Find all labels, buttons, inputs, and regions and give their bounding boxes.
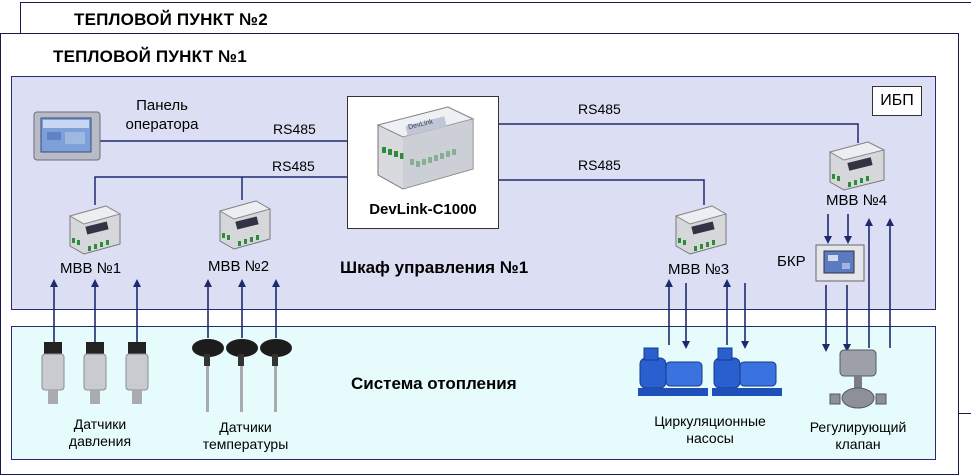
pressure-sensors-label-line1: Датчики [73,416,127,432]
pressure-sensors-label: Датчики давления [50,416,150,450]
pressure-sensor-1-icon [41,342,65,404]
temperature-sensors-label-line1: Датчики [219,419,272,435]
mvv1-module-icon [68,205,122,255]
temperature-sensor-1-icon [192,339,224,412]
temperature-sensors-label: Датчики температуры [188,419,303,453]
circulation-pumps-label: Циркуляционные насосы [630,413,790,447]
control-valve-label-line2: клапан [835,436,881,452]
devlink-controller: DevLink DevLink-C1000 [347,96,499,229]
mvv3-label: МВВ №3 [668,261,730,278]
controller-label: DevLink-C1000 [369,201,477,218]
pressure-sensor-2-icon [83,342,107,404]
circulation-pumps-label-line1: Циркуляционные [654,413,766,429]
circulation-pump-2-icon [712,347,782,396]
cabinet-label: Шкаф управления №1 [340,258,529,277]
ups-box: ИБП [872,86,922,116]
mvv4-module-icon [828,141,886,191]
mvv2-label: МВВ №2 [208,258,270,275]
mvv1-label: МВВ №1 [60,260,122,277]
temperature-sensor-3-icon [260,339,292,412]
temperature-sensor-2-icon [226,339,258,412]
pressure-sensors-icon [41,342,149,404]
pressure-sensor-3-icon [125,342,149,404]
mvv4-label: МВВ №4 [826,192,888,209]
temperature-sensors-icon [192,339,292,412]
rs485-panel-label: RS485 [273,121,316,137]
rs485-right-label: RS485 [578,157,621,173]
circulation-pumps-label-line2: насосы [686,430,734,446]
heat-point-2-title: ТЕПЛОВОЙ ПУНКТ №2 [74,10,268,29]
circulation-pumps-icon [638,347,782,396]
heating-system-label: Система отопления [351,374,517,393]
operator-panel-icon [33,111,101,161]
control-valve-label-line1: Регулирующий [809,419,907,435]
operator-panel-label: Панель оператора [112,96,212,134]
mvv2-module-icon [218,200,272,250]
control-valve-icon [829,349,887,409]
operator-panel-label-line1: Панель [136,97,188,114]
ups-label: ИБП [880,92,914,109]
controller-device-icon: DevLink [376,106,475,190]
bkr-unit-icon [815,244,865,282]
control-valve-label: Регулирующий клапан [798,419,918,453]
operator-panel-label-line2: оператора [125,116,199,133]
rs485-right-top-label: RS485 [578,101,621,117]
circulation-pump-1-icon [638,347,708,396]
bkr-label: БКР [777,253,806,270]
pressure-sensors-label-line2: давления [68,433,132,449]
mvv3-module-icon [674,205,728,255]
temperature-sensors-label-line2: температуры [202,436,289,452]
heat-point-1-title: ТЕПЛОВОЙ ПУНКТ №1 [53,47,247,66]
rs485-left-label: RS485 [272,158,315,174]
